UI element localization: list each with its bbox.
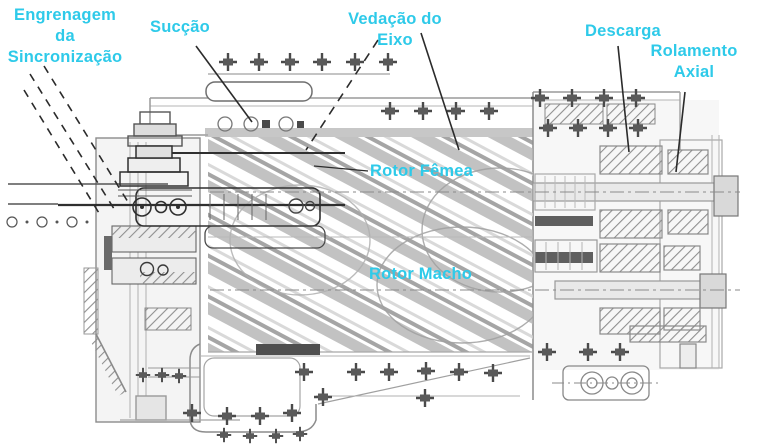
label-sync-gear: Engrenagem da Sincronização (7, 6, 123, 67)
label-axial-bearing: Rolamento Axial (650, 42, 738, 82)
label-male-rotor: Rotor Macho (369, 265, 473, 283)
male-rotor-section (208, 237, 533, 352)
leader-shaft-seal (305, 39, 379, 151)
leader-lines (23, 32, 686, 219)
label-shaft-seal: Vedação do Eixo (348, 10, 442, 50)
leader-axial-bearing (675, 91, 686, 173)
suction-casing (149, 73, 533, 137)
bottom-housing (148, 343, 531, 433)
bottom-right-assembly (552, 365, 662, 401)
leader-sync-gear (29, 73, 117, 213)
leader-sync-gear (43, 65, 129, 203)
leader-shaft-seal (420, 32, 460, 151)
bearing-blocks (532, 145, 739, 369)
leader-sync-gear (23, 89, 103, 219)
leader-discharge (617, 45, 630, 153)
centerlines (210, 191, 740, 291)
leader-suction (195, 45, 253, 123)
label-discharge: Descarga (585, 22, 661, 40)
leader-female-rotor (313, 165, 369, 172)
drive-shaft-detail (6, 145, 345, 277)
label-suction: Sucção (150, 18, 210, 36)
label-female-rotor: Rotor Fêmea (370, 162, 474, 180)
